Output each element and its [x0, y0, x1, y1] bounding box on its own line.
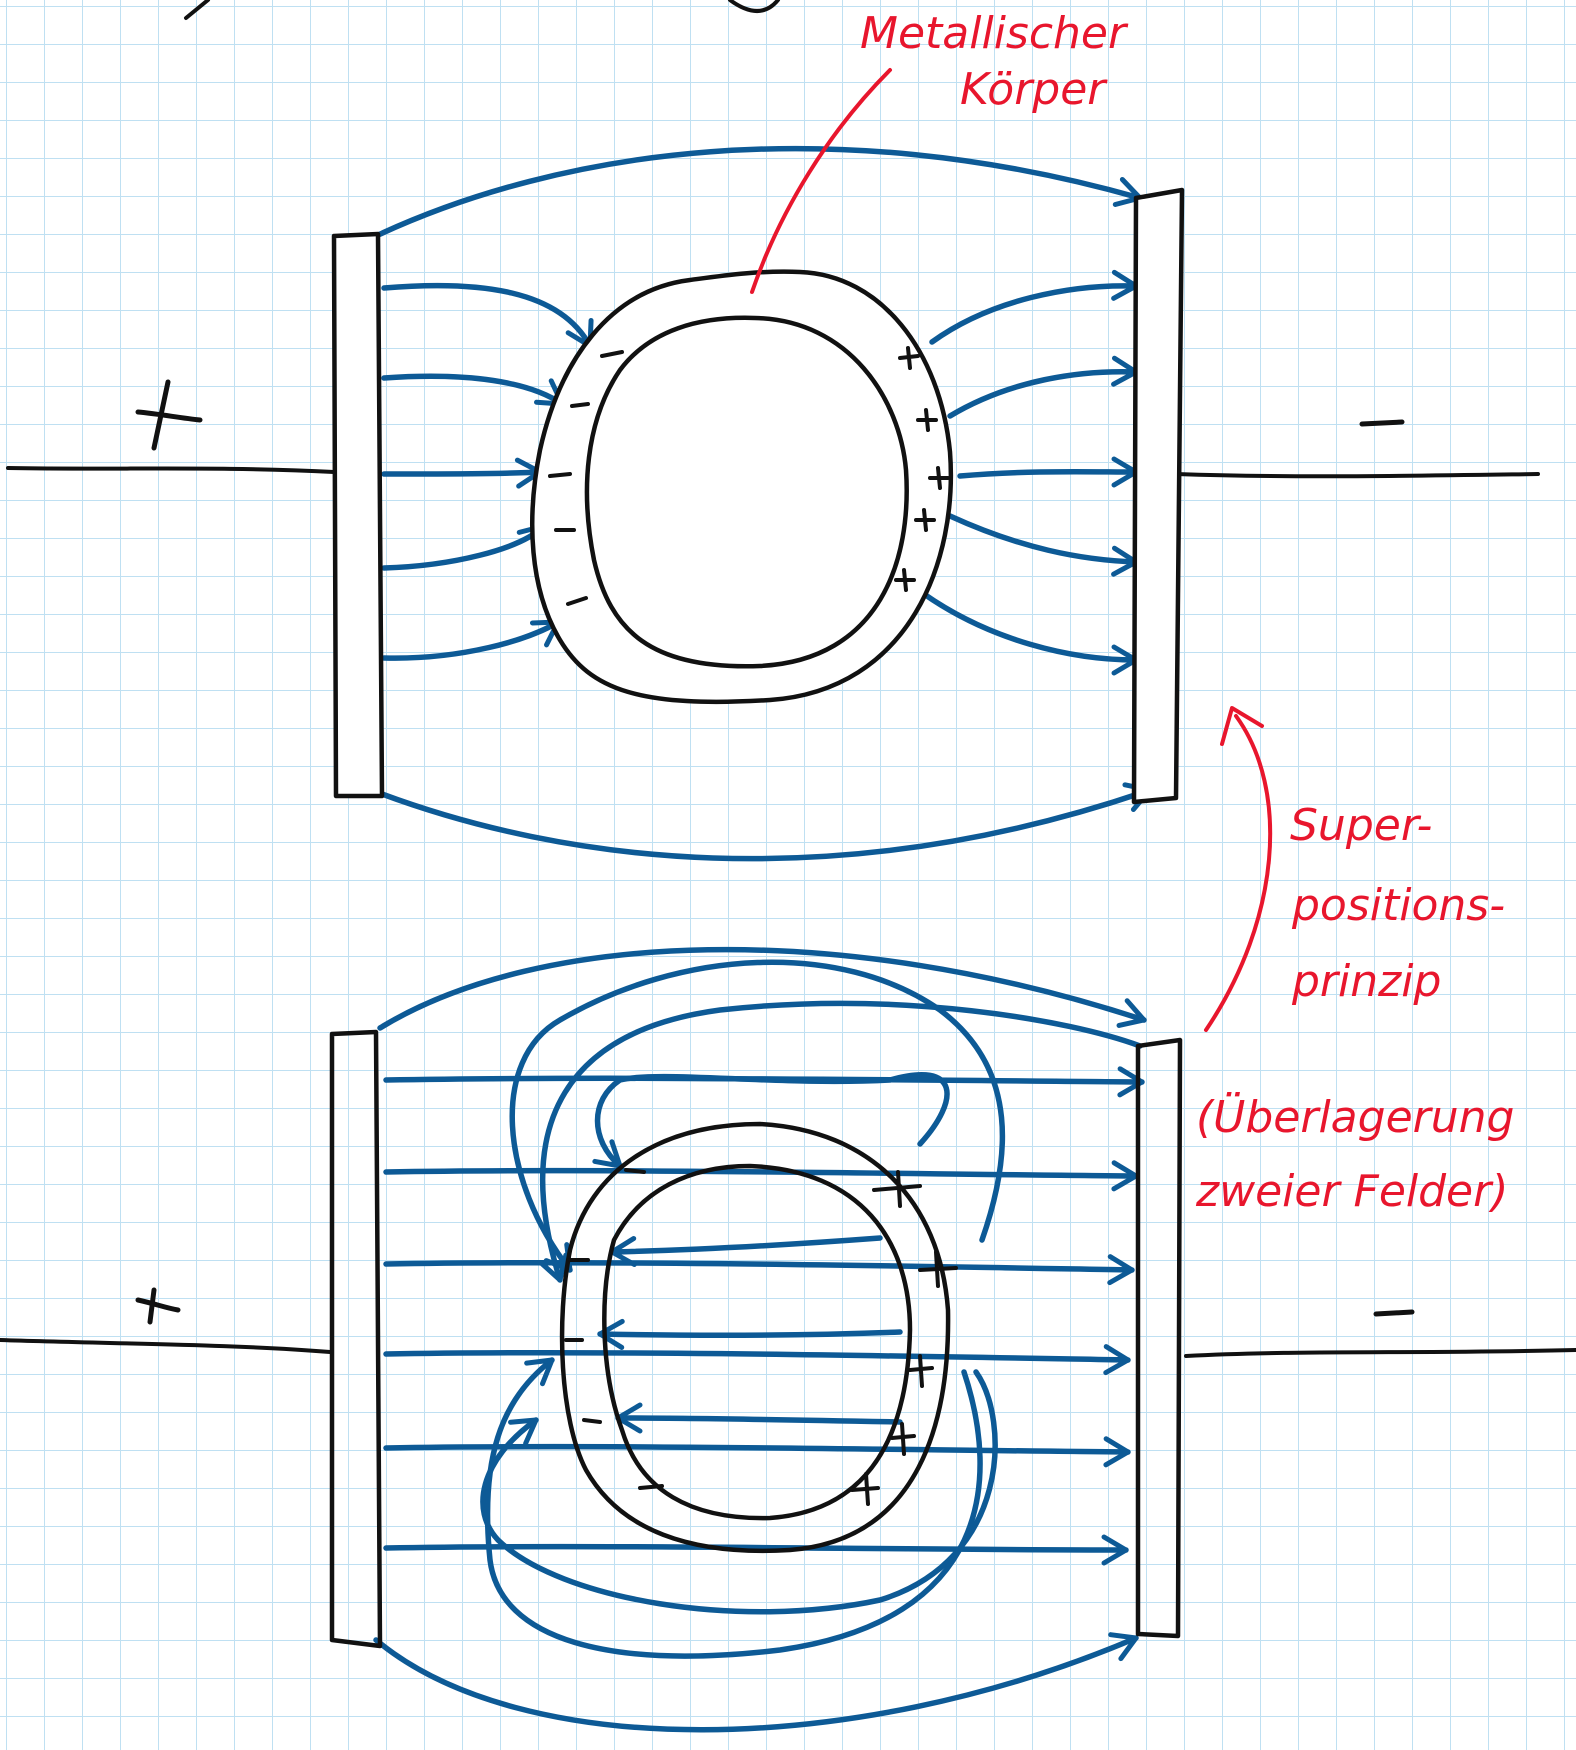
bottom-body-outer — [559, 1121, 951, 1553]
minus-icon — [624, 1168, 646, 1174]
label-zweier-felder: zweier Felder) — [1195, 1166, 1508, 1217]
top-left-wire — [6, 466, 336, 474]
top-scribbles — [184, 0, 780, 20]
bottom-plus-charges — [850, 1170, 958, 1506]
minus-icon — [638, 1484, 664, 1490]
top-field-lines — [373, 145, 1153, 862]
bottom-left-plate — [329, 1029, 383, 1649]
minus-icon — [566, 596, 588, 606]
bottom-left-wire — [0, 1338, 332, 1354]
bottom-minus-charges — [564, 1168, 664, 1490]
label-metallischer: Metallischer — [860, 8, 1129, 59]
label-ueberlagerung: (Überlagerung — [1196, 1091, 1514, 1143]
plus-icon — [908, 1354, 934, 1388]
plus-icon — [928, 466, 950, 490]
plus-icon — [894, 568, 916, 592]
minus-icon — [548, 472, 572, 478]
plus-icon — [872, 1170, 922, 1208]
top-body-inner — [584, 315, 909, 669]
top-figure — [6, 68, 1540, 862]
plus-icon — [914, 508, 936, 532]
bottom-right-plate — [1135, 1037, 1183, 1639]
top-left-pole-plus — [135, 379, 203, 451]
plus-icon — [890, 1422, 916, 1456]
bottom-body-inner — [602, 1163, 913, 1521]
bottom-right-wire — [1184, 1348, 1576, 1358]
bottom-field-lines — [373, 946, 1147, 1733]
superposition-arrow-head — [1220, 706, 1264, 746]
minus-icon — [600, 350, 624, 358]
minus-icon — [582, 1418, 602, 1424]
plus-icon — [898, 346, 920, 370]
bottom-left-pole-plus — [135, 1287, 181, 1325]
bottom-figure — [0, 706, 1576, 1733]
bottom-right-pole-minus — [1373, 1309, 1415, 1317]
plus-icon — [918, 1250, 958, 1288]
label-super: Super- — [1290, 800, 1432, 851]
top-right-wire — [1174, 472, 1540, 479]
body-pointer-line — [750, 68, 892, 294]
plus-icon — [916, 408, 938, 432]
label-positions: positions- — [1291, 880, 1505, 931]
top-plus-charges — [894, 346, 950, 592]
top-left-plate — [331, 231, 385, 799]
top-right-plate — [1131, 187, 1185, 805]
superposition-arrow — [1204, 714, 1273, 1032]
minus-icon — [570, 402, 590, 408]
label-prinzip: prinzip — [1291, 956, 1441, 1007]
annotation-labels: Metallischer Körper Super- positions- pr… — [860, 8, 1514, 1217]
top-right-pole-minus — [1359, 419, 1405, 427]
plus-icon — [850, 1472, 880, 1506]
label-koerper: Körper — [960, 64, 1108, 115]
top-minus-charges — [548, 350, 624, 606]
